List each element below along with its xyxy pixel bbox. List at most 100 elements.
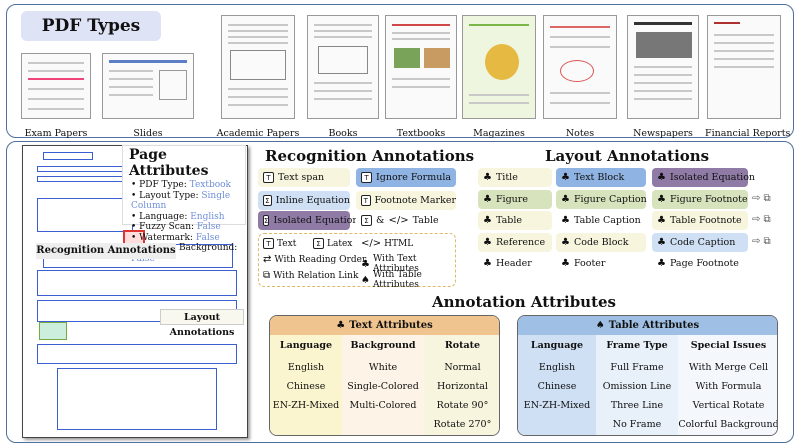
reading-order-icon: ⇄ — [263, 254, 272, 265]
layout-chip: ♣Code Caption — [652, 232, 748, 252]
label-financial-reports: Financial Reports — [705, 128, 791, 139]
layout-chip: ♣Reference — [478, 232, 552, 252]
layout-chip: ♣Table Footnote — [652, 211, 748, 230]
table-attributes-header: ♠Table Attributes — [518, 316, 777, 335]
club-icon: ♣ — [483, 258, 492, 269]
thumb-academic-papers — [221, 15, 295, 119]
layout-chip: ♣Header — [478, 254, 552, 273]
layout-chip: ♣Isolated Equation — [652, 168, 755, 187]
attributes-title: Annotation Attributes — [432, 293, 617, 311]
table-cell: Chinese — [286, 381, 326, 392]
table-cell: White — [368, 362, 398, 373]
club-icon: ♣ — [657, 258, 666, 269]
latex-icon: Σ — [313, 238, 324, 249]
table-cell: With Merge Cell — [688, 362, 769, 373]
column-header: Language — [530, 340, 584, 351]
latex-icon: Σ — [361, 215, 372, 226]
thumb-exam-papers — [21, 53, 91, 119]
layout-chip: ♣Figure — [478, 189, 552, 209]
thumb-financial-reports — [707, 15, 781, 119]
spade-icon: ♠ — [361, 274, 370, 286]
club-icon: ♣ — [657, 215, 666, 226]
club-icon: ♣ — [561, 172, 570, 183]
label-magazines: Magazines — [473, 128, 525, 139]
layout-title: Layout Annotations — [545, 147, 710, 165]
text-icon: T — [263, 238, 274, 249]
thumb-newspapers — [627, 15, 699, 119]
club-icon: ♣ — [561, 215, 570, 226]
thumb-slides — [102, 53, 194, 119]
pdf-types-panel: PDF Types Exam Papers Slide — [6, 4, 794, 139]
relation-link-icon: ⇨ ⧉ — [752, 214, 771, 225]
table-cell: EN-ZH-Mixed — [272, 400, 340, 411]
page-attribute-row: • Layout Type: Single Column — [131, 190, 231, 212]
column-header: Special Issues — [690, 340, 767, 351]
callout-layout: Layout Annotations — [160, 309, 244, 338]
table-cell: With Formula — [695, 381, 762, 392]
label-textbooks: Textbooks — [396, 128, 446, 139]
page-attributes-card: Page Attributes • PDF Type: Textbook• La… — [122, 145, 246, 264]
amp: & — [376, 215, 385, 226]
club-icon: ♣ — [657, 236, 666, 248]
thumb-textbooks — [385, 15, 457, 119]
relation-link-icon: ⇨ ⧉ — [752, 235, 771, 247]
column-header: Language — [279, 340, 333, 351]
club-icon: ♣ — [657, 172, 666, 183]
layout-chip: ♣Title — [478, 168, 552, 187]
layout-chip: ♣Table — [478, 211, 552, 230]
club-icon: ♣ — [483, 236, 492, 248]
table-cell: Rotate 90° — [436, 400, 489, 411]
table-cell: Multi-Colored — [349, 400, 417, 411]
table-cell: Omission Line — [602, 381, 672, 392]
table-cell: Colorful Background — [678, 419, 778, 430]
table-cell: Three Line — [610, 400, 664, 411]
relation-link-icon: ⇨ ⧉ — [752, 192, 771, 204]
table-cell: Horizontal — [437, 381, 488, 392]
club-icon: ♣ — [561, 236, 570, 248]
layout-chip: ♣Text Block — [556, 168, 646, 187]
table-cell: Vertical Rotate — [692, 400, 765, 411]
page-attributes-title: Page Attributes — [129, 147, 209, 179]
latex-icon: Σ — [263, 195, 272, 206]
layout-chip: ♣Page Footnote — [652, 254, 748, 273]
label-newspapers: Newspapers — [633, 128, 693, 139]
table-cell: No Frame — [612, 419, 662, 430]
text-icon: T — [263, 172, 274, 183]
relation-link-icon: ⧉ — [263, 270, 271, 281]
club-icon: ♣ — [561, 258, 570, 269]
layout-chip: ♣Figure Caption — [556, 189, 647, 209]
club-icon: ♣ — [657, 193, 666, 205]
club-icon: ♣ — [361, 258, 370, 270]
label-notes: Notes — [565, 128, 595, 139]
html-icon: </> — [388, 215, 409, 226]
layout-chip: ♣Code Block — [556, 232, 646, 252]
latex-icon: Σ — [263, 215, 270, 226]
page-attribute-row: • Language: English — [131, 211, 225, 222]
spade-icon: ♠ — [595, 320, 605, 331]
label-slides: Slides — [133, 128, 163, 139]
text-icon: T — [361, 195, 371, 206]
club-icon: ♣ — [483, 193, 492, 205]
text-icon: T — [361, 172, 372, 183]
callout-recognition: Recognition Annotations — [36, 243, 176, 259]
thumb-books — [307, 15, 379, 119]
html-icon: </> — [361, 238, 382, 249]
text-attributes-header: ♣Text Attributes — [270, 316, 499, 335]
layout-chip: ♣Footer — [556, 254, 646, 273]
layout-chip: ♣Figure Footnote — [652, 189, 748, 209]
label-academic-papers: Academic Papers — [216, 128, 300, 139]
table-cell: English — [538, 362, 576, 373]
thumb-magazines — [462, 15, 536, 119]
club-icon: ♣ — [336, 320, 346, 331]
table-cell: Single-Colored — [347, 381, 419, 392]
layout-chip: ♣Table Caption — [556, 211, 646, 230]
thumb-notes — [543, 15, 617, 119]
table-cell: Full Frame — [610, 362, 664, 373]
